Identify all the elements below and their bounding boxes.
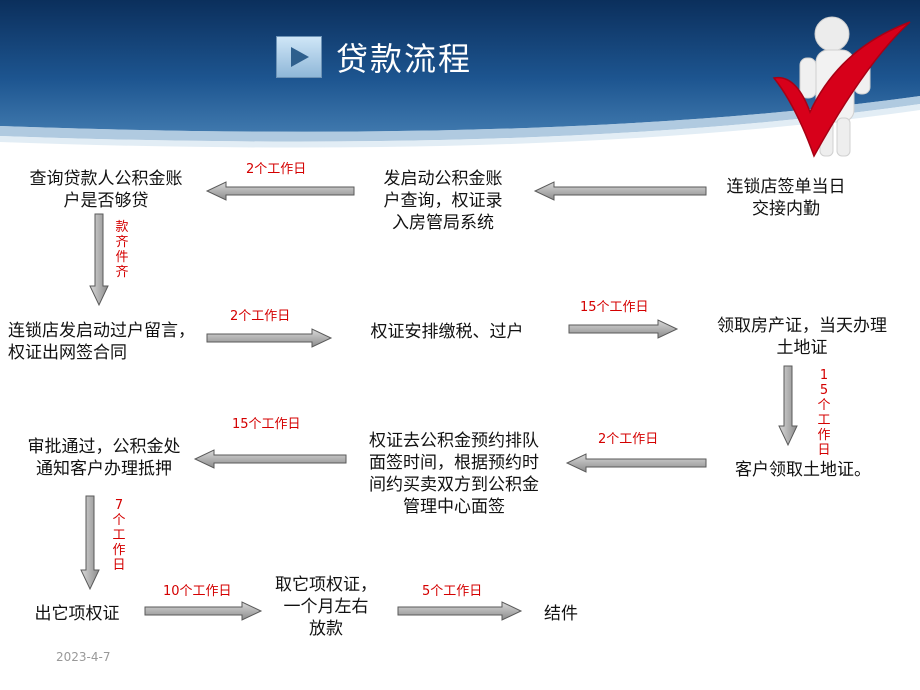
slide-date: 2023-4-7 — [56, 650, 111, 664]
arrow-right-2 — [568, 319, 679, 339]
duration-label-vertical-1: 15个工作日 — [817, 368, 831, 458]
duration-label-4: 2个工作日 — [598, 432, 659, 447]
duration-label-6: 10个工作日 — [163, 584, 232, 599]
duration-label-vertical-2: 7个工作日 — [112, 498, 126, 573]
node-store-sign: 连锁店签单当日 交接内勤 — [726, 177, 846, 219]
arrow-left-2 — [205, 181, 355, 201]
arrow-down-1 — [89, 213, 109, 307]
arrow-right-3 — [144, 601, 263, 621]
duration-label-1: 2个工作日 — [246, 162, 307, 177]
node-get-property-cert: 领取房产证，当天办理 土地证 — [717, 316, 887, 358]
node-tax-transfer: 权证安排缴税、过户 — [370, 322, 524, 342]
arrow-right-1 — [206, 328, 333, 348]
node-take-cert-loan: 取它项权证， 一个月左右 放款 — [275, 575, 377, 639]
condition-label: 款齐件齐 — [115, 220, 129, 280]
duration-label-3: 15个工作日 — [580, 300, 649, 315]
node-query-balance: 查询贷款人公积金账 户是否够贷 — [29, 169, 183, 211]
duration-label-2: 2个工作日 — [230, 309, 291, 324]
node-get-land-cert: 客户领取土地证。 — [735, 460, 871, 480]
duration-label-5: 15个工作日 — [232, 417, 301, 432]
play-icon — [276, 36, 322, 78]
node-reserve-sign: 权证去公积金预约排队 面签时间，根据预约时 间约买卖双方到公积金 管理中心面签 — [369, 431, 539, 517]
header-banner — [0, 0, 920, 148]
node-start-fund-query: 发启动公积金账 户查询，权证录 入房管局系统 — [383, 169, 503, 233]
page-title: 贷款流程 — [336, 40, 473, 78]
arrow-left-3 — [565, 453, 707, 473]
node-start-transfer: 连锁店发启动过户留言， 权证出网签合同 — [8, 321, 195, 363]
checkmark-figure-icon — [772, 16, 911, 158]
node-issue-cert: 出它项权证 — [34, 604, 120, 624]
arrow-right-4 — [397, 601, 523, 621]
arrow-down-3 — [80, 495, 100, 591]
duration-label-7: 5个工作日 — [422, 584, 483, 599]
title-block: 贷款流程 — [276, 34, 472, 80]
node-approval: 审批通过，公积金处 通知客户办理抵押 — [27, 437, 181, 479]
node-done: 结件 — [544, 604, 578, 624]
arrow-left-4 — [193, 449, 347, 469]
arrow-down-2 — [778, 365, 798, 447]
arrow-left-1 — [533, 181, 707, 201]
